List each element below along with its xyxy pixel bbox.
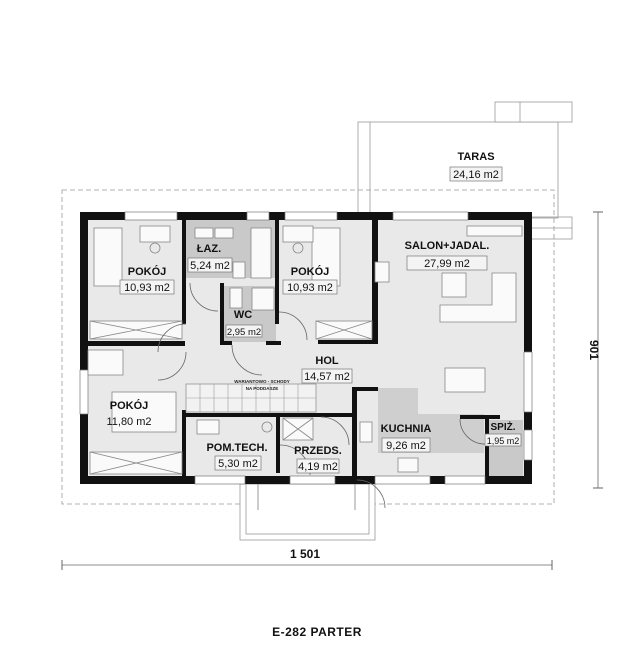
room-taras: TARAS 24,16 m2 — [449, 151, 503, 182]
room-area: 10,93 m2 — [124, 282, 170, 294]
room-name: SPIŻ. — [490, 420, 515, 433]
room-salon: SALON+JADAL. 27,99 m2 — [405, 240, 490, 271]
room-area: 5,30 m2 — [218, 458, 258, 470]
depth-value: 901 — [587, 340, 601, 360]
furniture — [87, 225, 523, 475]
room-hol: HOL 14,57 m2 — [301, 355, 353, 384]
room-area: 10,93 m2 — [287, 282, 333, 294]
room-pokoj-1: POKÓJ 10,93 m2 — [119, 265, 175, 295]
kitchen-floor — [378, 388, 484, 453]
room-name: POKÓJ — [128, 265, 167, 278]
plan-title: E-282 PARTER — [272, 625, 362, 639]
room-name: WC — [234, 309, 252, 321]
room-area: 9,26 m2 — [386, 440, 426, 452]
room-area: 2,95 m2 — [227, 327, 261, 338]
depth-dimension: 901 — [587, 211, 603, 489]
room-lazienka: ŁAZ. 5,24 m2 — [187, 243, 233, 273]
room-spizarnia: SPIŻ. 1,95 m2 — [484, 420, 522, 447]
room-pokoj-3: POKÓJ 11,80 m2 — [106, 399, 151, 428]
room-area: 4,19 m2 — [298, 461, 338, 473]
room-pom-tech: POM.TECH. 5,30 m2 — [206, 442, 268, 471]
room-wc: WC 2,95 m2 — [225, 309, 263, 338]
stairs-note-line2: NA PODDASZE — [246, 386, 279, 391]
stairs-note-line1: WARIANTOWO - SCHODY — [234, 379, 289, 384]
room-name: KUCHNIA — [381, 423, 432, 435]
room-name: HOL — [315, 355, 339, 367]
room-name: PRZEDS. — [294, 445, 342, 457]
room-name: POM.TECH. — [206, 442, 267, 454]
room-name: POKÓJ — [291, 265, 330, 278]
entrance-porch — [239, 483, 376, 541]
room-area: 24,16 m2 — [453, 169, 499, 181]
width-value: 1 501 — [290, 547, 320, 561]
room-area: 14,57 m2 — [304, 371, 350, 383]
pantry-floor — [487, 420, 523, 478]
stairs — [185, 383, 317, 413]
terrace — [357, 101, 573, 240]
width-dimension: 1 501 — [61, 547, 553, 570]
room-area: 5,24 m2 — [190, 260, 230, 272]
room-pokoj-2: POKÓJ 10,93 m2 — [282, 265, 338, 295]
room-name: POKÓJ — [110, 399, 149, 412]
room-name: ŁAZ. — [197, 243, 221, 255]
room-kuchnia: KUCHNIA 9,26 m2 — [381, 423, 432, 453]
room-name: TARAS — [457, 151, 494, 163]
room-area: 1,95 m2 — [487, 436, 520, 446]
room-area: 11,80 m2 — [106, 416, 151, 428]
room-przedsionek: PRZEDS. 4,19 m2 — [294, 445, 342, 474]
room-area: 27,99 m2 — [424, 258, 470, 270]
windows — [79, 211, 533, 485]
room-name: SALON+JADAL. — [405, 240, 490, 252]
